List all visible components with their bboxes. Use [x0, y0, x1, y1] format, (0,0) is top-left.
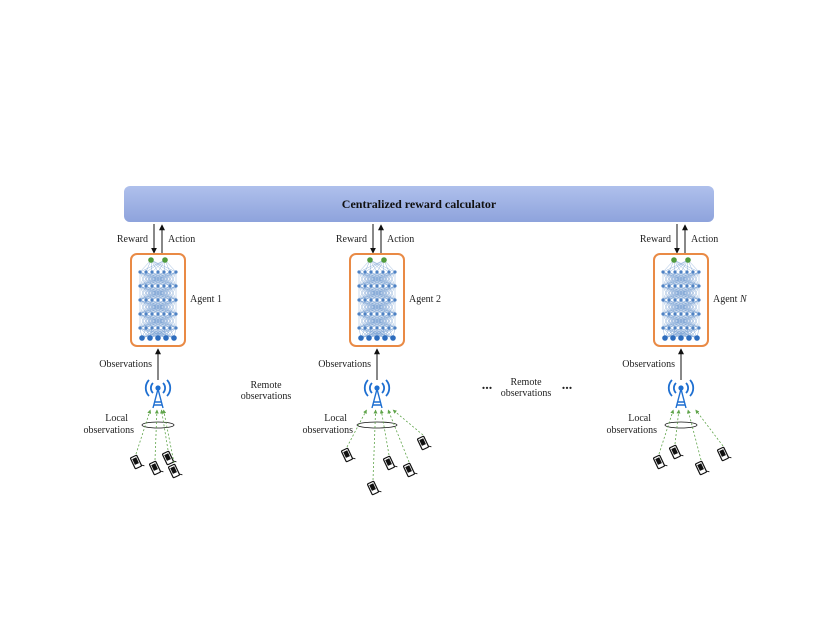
mobile-device-icon	[129, 453, 145, 471]
reward-label: Reward	[336, 234, 367, 245]
banner-title: Centralized reward calculator	[342, 197, 497, 211]
mobile-device-icon	[668, 443, 684, 461]
reward-label: Reward	[117, 234, 148, 245]
remote-observations-label-1a: Remote	[250, 380, 282, 391]
uplink-arrow	[686, 409, 702, 461]
mobile-device-icon	[416, 434, 432, 452]
radio-tower-icon	[144, 379, 172, 409]
radio-tower-icon	[667, 379, 695, 409]
uplink-arrow	[674, 409, 681, 445]
coverage-ring	[141, 421, 175, 429]
mobile-device-icon	[148, 459, 164, 477]
mobile-device-icon	[652, 453, 668, 471]
local-observations-label-a: Local	[324, 413, 347, 424]
mobile-device-icon	[340, 446, 356, 464]
uplink-arrow	[695, 409, 724, 447]
agent-label-2: Agent 2	[409, 294, 441, 305]
local-observations-label-a: Local	[628, 413, 651, 424]
agent-label-n: Agent N	[713, 294, 748, 305]
uplink-arrow	[392, 409, 424, 436]
uplink-arrow	[379, 409, 390, 456]
mobile-device-icon	[382, 454, 398, 472]
uplink-arrow	[372, 409, 378, 481]
action-label: Action	[387, 234, 414, 245]
uplink-arrow	[162, 409, 175, 464]
mobile-device-icon	[366, 479, 382, 497]
uplink-arrow	[154, 409, 159, 461]
uplink-arrow	[387, 409, 410, 463]
agent-label-1: Agent 1	[190, 294, 222, 305]
reward-label: Reward	[640, 234, 671, 245]
radio-tower-icon	[363, 379, 391, 409]
ellipsis-right: ...	[562, 378, 573, 393]
remote-observations-label-2b: observations	[501, 388, 552, 399]
local-observations-label-b: observations	[83, 425, 134, 436]
uplink-arrow	[135, 409, 152, 455]
uplink-arrow	[346, 409, 367, 448]
mobile-device-icon	[167, 462, 183, 480]
action-label: Action	[691, 234, 718, 245]
coverage-ring	[664, 421, 698, 429]
observations-label: Observations	[318, 359, 371, 370]
mobile-device-icon	[716, 445, 732, 463]
observations-label: Observations	[99, 359, 152, 370]
mobile-device-icon	[161, 449, 177, 467]
mobile-device-icon	[402, 461, 418, 479]
remote-observations-label-2a: Remote	[510, 377, 542, 388]
reward-calculator-banner	[124, 186, 714, 222]
observations-label: Observations	[622, 359, 675, 370]
local-observations-label-a: Local	[105, 413, 128, 424]
ellipsis-left: ...	[482, 378, 493, 393]
uplink-arrow	[160, 409, 169, 451]
coverage-ring	[356, 421, 398, 429]
local-observations-label-b: observations	[606, 425, 657, 436]
mobile-device-icon	[694, 459, 710, 477]
remote-observations-label-1b: observations	[241, 391, 292, 402]
action-label: Action	[168, 234, 195, 245]
local-observations-label-b: observations	[302, 425, 353, 436]
